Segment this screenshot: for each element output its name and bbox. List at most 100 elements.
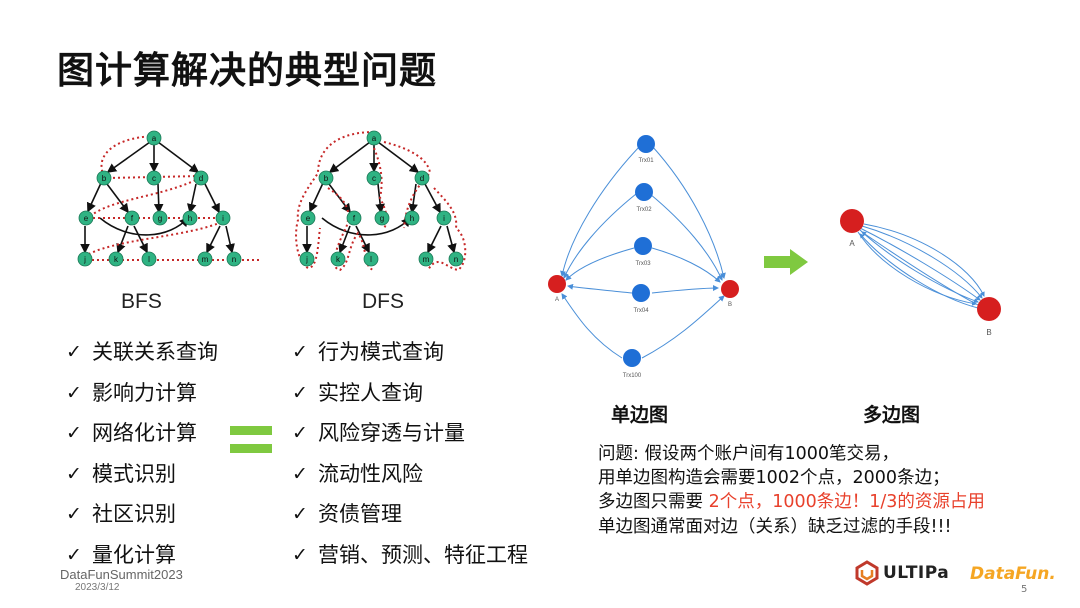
trx02-node [635,183,653,201]
bfs-nodes [77,130,242,267]
trx100-node [623,349,641,367]
list-item: ✓行为模式查询 [292,332,528,373]
dfs-node-e [300,210,316,226]
problem-line: 单边图通常面对边（关系）缺乏过滤的手段!!! [598,516,952,537]
arrow-right-icon [764,249,808,275]
dfs-node-g [374,210,390,226]
bfs-node-j [77,251,93,267]
list-item-label: 流动性风险 [318,461,423,486]
trx-label: Trx04 [633,308,649,314]
tree-node-label: j [305,255,308,264]
tree-node-label: l [148,255,150,264]
list-item: ✓ 资债管理 [292,494,528,535]
check-icon: ✓ [292,503,308,526]
check-icon: ✓ [66,341,82,363]
trx01-node [637,135,655,153]
datafun-logo: DataFun. [970,564,1056,584]
problem-line: 多边图只需要 2个点，1000条边！1/3的资源占用 [598,490,985,514]
list-item-label: 实控人查询 [318,380,423,405]
tree-node-label: i [443,214,445,223]
dfs-label: DFS [362,290,404,313]
tree-node-label: f [353,214,356,223]
bfs-node-a [146,130,162,146]
multi-edge-graph: A B [840,209,1001,337]
trx03-node [634,237,652,255]
ultipa-logo: ULTIPa [855,560,949,586]
tree-node-label: i [222,214,224,223]
bfs-node-d [193,170,209,186]
bfs-node-n [226,251,242,267]
tree-node-label: n [232,255,236,264]
bfs-node-l [141,251,157,267]
list-item-label: 社区识别 [92,502,176,527]
dfs-node-j [299,251,315,267]
list-item-label: 营销、预测、特征工程 [318,542,528,567]
single-node-a [548,275,566,293]
check-icon: ✓ [292,422,308,445]
dfs-node-k [330,251,346,267]
check-icon: ✓ [292,381,308,404]
multi-node-a [840,209,864,233]
list-item-label: 网络化计算 [92,421,197,446]
trx04-node [632,284,650,302]
single-edge-caption: 单边图 [611,404,669,426]
bfs-label: BFS [121,290,162,313]
node-label-b: B [728,302,732,308]
slide-title: 图计算解决的典型问题 [57,49,437,92]
list-item: ✓影响力计算 [66,373,218,414]
list-item: ✓流动性风险 [292,454,528,495]
problem-line: 用单边图构造会需要1002个点，2000条边； [598,468,950,489]
tree-node-label: a [152,134,157,143]
list-item: ✓ 模式识别 [66,454,218,495]
bfs-node-k [108,251,124,267]
list-item: ✓量化计算 [66,535,218,576]
node-label-a: A [849,239,855,248]
tree-node-label: h [188,214,192,223]
list-item-label: 关联关系查询 [92,340,218,364]
tree-node-label: k [336,255,341,264]
left-checklist: ✓关联关系查询 ✓影响力计算 ✓网络化计算 ✓模式识别 ✓社区识别 ✓量化计算 [66,332,218,576]
bfs-node-i [215,210,231,226]
tree-node-label: e [84,214,89,223]
tree-node-label: b [324,174,329,183]
list-item: ✓ 关联关系查询 [66,332,218,373]
tree-node-label: j [83,255,86,264]
list-item-label: 模式识别 [92,461,176,486]
check-icon: ✓ [66,543,82,566]
dfs-node-l [363,251,379,267]
check-icon: ✓ [66,422,82,445]
problem-text: 问题: 假设两个账户间有1000笔交易， 用单边图构造会需要1002个点，200… [598,442,985,539]
list-item: ✓ 营销、预测、特征工程 [292,535,528,576]
tree-node-label: a [372,134,377,143]
check-icon: ✓ [66,462,82,485]
problem-highlight: 2个点，1000条边！1/3的资源占用 [703,492,985,513]
tree-node-label: n [454,255,458,264]
tree-node-label: c [152,174,156,183]
dfs-node-n [448,251,464,267]
equals-icon [230,426,272,454]
dfs-node-h [404,210,420,226]
tree-node-label: l [370,255,372,264]
dfs-node-a [366,130,382,146]
datafun-logo-text: DataFun. [970,564,1056,584]
list-item: ✓风险穿透与计量 [292,413,528,454]
bfs-node-m [197,251,213,267]
dfs-node-c [366,170,382,186]
check-icon: ✓ [292,543,308,566]
bfs-node-c [146,170,162,186]
list-item-label: 影响力计算 [92,380,197,405]
list-item: ✓社区识别 [66,494,218,535]
tree-node-label: c [372,174,376,183]
list-item: ✓ 实控人查询 [292,373,528,414]
dfs-node-d [414,170,430,186]
check-icon: ✓ [292,341,308,363]
list-item-label: 资债管理 [318,502,402,527]
problem-line-prefix: 多边图只需要 [598,492,703,513]
dfs-node-i [436,210,452,226]
tree-node-label: d [420,174,424,183]
list-item: ✓ 网络化计算 [66,413,218,454]
dfs-node-b [318,170,334,186]
trx-label: Trx03 [635,261,651,267]
single-edge-graph: Trx01 Trx02 Trx03 Trx04 Trx100 A B [548,135,739,379]
